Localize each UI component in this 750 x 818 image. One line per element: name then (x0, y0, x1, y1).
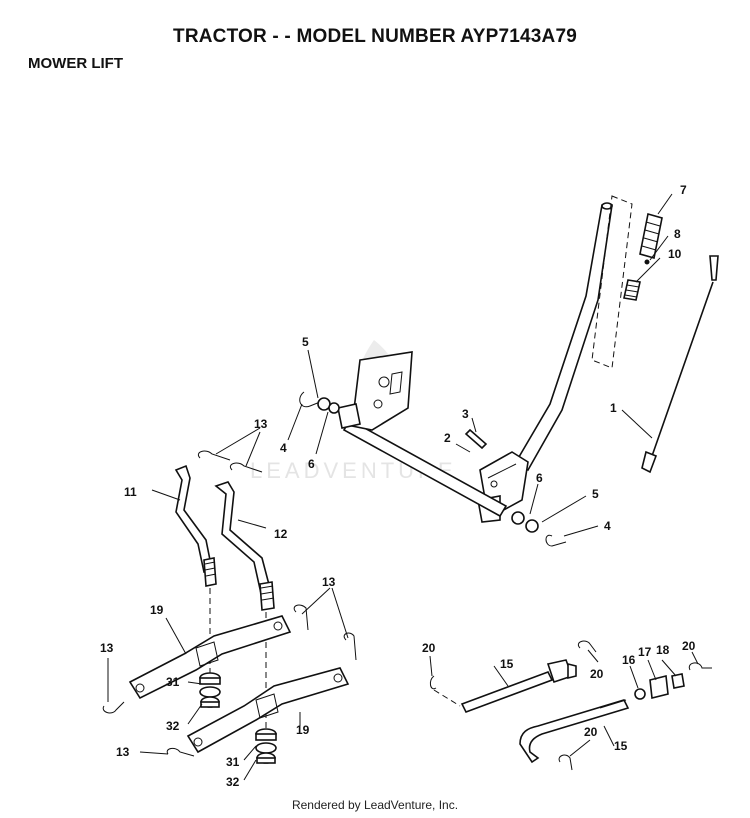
callout-8: 8 (674, 227, 681, 241)
lift-rod-part (641, 255, 719, 474)
callout-12: 12 (274, 527, 288, 541)
callout-16: 16 (622, 653, 636, 667)
callout-20d: 20 (584, 725, 598, 739)
callout-10: 10 (668, 247, 682, 261)
callout-13b: 13 (322, 575, 336, 589)
section-title: MOWER LIFT (28, 55, 123, 72)
handle-grip-part (591, 195, 663, 369)
callout-5b: 5 (592, 487, 599, 501)
callout-6b: 6 (536, 471, 543, 485)
callout-20c: 20 (682, 639, 696, 653)
callout-4: 4 (280, 441, 287, 455)
callout-31a: 31 (166, 675, 180, 689)
callout-labels: 7 8 10 1 5 4 6 3 2 6 5 4 13 11 12 13 19 … (100, 183, 696, 789)
hairpin-clip-part (102, 450, 357, 757)
callout-17: 17 (638, 645, 652, 659)
lift-link-part (174, 464, 275, 730)
callout-15b: 15 (614, 739, 628, 753)
callout-31b: 31 (226, 755, 240, 769)
bushing-part (199, 672, 277, 764)
callout-5: 5 (302, 335, 309, 349)
callout-7: 7 (680, 183, 687, 197)
callout-18: 18 (656, 643, 670, 657)
callout-15a: 15 (500, 657, 514, 671)
callout-32b: 32 (226, 775, 240, 789)
callout-19b: 19 (296, 723, 310, 737)
callout-20b: 20 (590, 667, 604, 681)
callout-19a: 19 (150, 603, 164, 617)
callout-6: 6 (308, 457, 315, 471)
callout-2: 2 (444, 431, 451, 445)
leader-lines (107, 193, 699, 781)
lift-arm-part (128, 615, 350, 754)
lift-lever-part (337, 202, 613, 523)
callout-3: 3 (462, 407, 469, 421)
callout-13c: 13 (100, 641, 114, 655)
callout-11: 11 (124, 485, 137, 499)
callout-32a: 32 (166, 719, 180, 733)
footer-credit: Rendered by LeadVenture, Inc. (291, 798, 459, 812)
callout-20a: 20 (422, 641, 436, 655)
callout-13d: 13 (116, 745, 130, 759)
callout-4b: 4 (604, 519, 611, 533)
callout-13a: 13 (254, 417, 268, 431)
lift-rod-assembly-part (429, 640, 712, 771)
clip-washer-part (299, 391, 567, 547)
page-title: TRACTOR - - MODEL NUMBER AYP7143A79 (173, 26, 577, 47)
callout-1: 1 (610, 401, 617, 415)
